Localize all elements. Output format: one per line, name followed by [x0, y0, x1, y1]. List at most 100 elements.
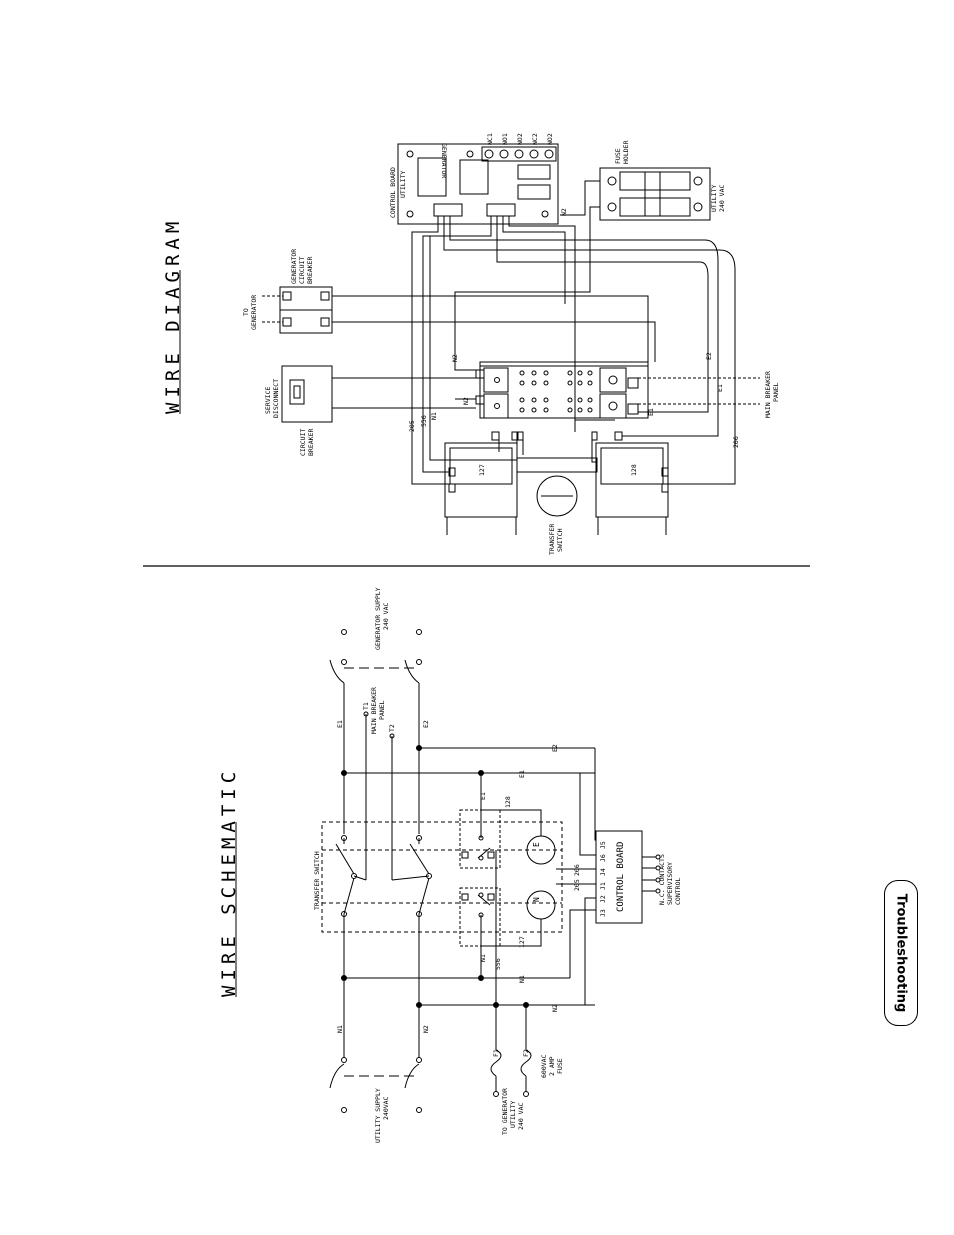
fuse-label-2: 2 AMP: [548, 1056, 556, 1076]
service-disconnect-label-1: SERVICE: [264, 387, 272, 414]
board-terminal-screws: [406, 149, 554, 218]
contacts-label-2: SUPERVISORY: [666, 862, 674, 905]
sch-e1: E1: [336, 720, 344, 728]
pin-j3: J3: [599, 909, 607, 917]
diagram-wires: [332, 180, 760, 535]
main-breaker-label-1: MAIN BREAKER: [764, 371, 772, 418]
sch-206: 206: [573, 864, 581, 876]
contacts-label-1: N.C. CONTACTS: [658, 854, 666, 905]
circuit-breaker-label-1: CIRCUIT: [299, 429, 307, 456]
sch-e1-relay: E1: [479, 792, 487, 800]
sch-128: 128: [504, 796, 512, 808]
wire-n1: N1: [430, 412, 438, 420]
board-term-2: NO1: [501, 133, 509, 145]
utility-supply-label-2: 240VAC: [382, 1096, 390, 1120]
ts-label-1: TRANSFER: [548, 524, 556, 555]
main-breaker-sch-2: PANEL: [378, 700, 386, 720]
service-disconnect-label-2: DISCONNECT: [272, 379, 280, 418]
troubleshooting-label: Troubleshooting: [893, 893, 909, 1013]
fuse-utility-label-1: UTILITY: [710, 185, 718, 212]
gen-breaker-label-3: BREAKER: [306, 257, 314, 284]
wire-127: 127: [478, 464, 486, 476]
sch-t1: T1: [362, 702, 370, 710]
fuse-holder: FUSE HOLDER UTILITY 240 VAC: [599, 140, 726, 221]
sch-f1: F1: [492, 1049, 500, 1057]
wire-e2: E2: [705, 352, 713, 360]
sch-e2: E2: [422, 720, 430, 728]
wire-e1: E1: [716, 384, 724, 392]
coil-n: N: [532, 897, 541, 902]
wire-schematic-title: WIRE SCHEMATIC: [218, 767, 240, 997]
schematic-fuses: F1 F2 556 600VAC 2 AMP FUSE TO GENERATOR…: [490, 850, 564, 1135]
wire-n2: N2: [451, 354, 459, 362]
service-disconnect: SERVICE DISCONNECT CIRCUIT BREAKER: [264, 365, 333, 456]
ts-label-2: SWITCH: [556, 528, 564, 552]
generator-circuit-breaker: GENERATOR CIRCUIT BREAKER TO GENERATOR: [242, 249, 333, 334]
wire-e1-b: E1: [647, 408, 655, 416]
sch-127: 127: [518, 936, 526, 948]
control-board: CONTROL BOARD UTILITY GENERATOR NC1 NO1 …: [389, 133, 559, 225]
ts-dot-grid: [519, 370, 593, 413]
schematic-bus-lines: E2 E1 N1 N2: [341, 744, 595, 1012]
circuit-breaker-label-2: BREAKER: [307, 429, 315, 456]
board-label-3: GENERATOR: [440, 143, 448, 178]
sch-n1-bus: N1: [518, 975, 526, 983]
board-term-1: NC1: [486, 133, 494, 145]
board-label-1: CONTROL BOARD: [389, 167, 397, 218]
pin-j6: J6: [599, 854, 607, 862]
to-generator-label-1: TO: [242, 308, 250, 316]
gen-supply-label-2: 240 VAC: [382, 603, 390, 630]
sch-control-board: CONTROL BOARD: [616, 842, 626, 912]
fuse-holder-label-1: FUSE: [614, 148, 622, 164]
schematic-control-board: CONTROL BOARD J3 J2 J1 J4 J6 J5 205 206 …: [556, 748, 682, 1006]
board-term-5: NO2: [546, 133, 554, 145]
gen-breaker-label-1: GENERATOR: [290, 249, 298, 284]
to-gen-sch-3: 240 VAC: [517, 1103, 525, 1130]
wire-n2-top: N2: [560, 208, 568, 216]
sch-n1-relay: N1: [479, 954, 487, 962]
wire-205: 205: [408, 420, 416, 432]
to-gen-sch-1: TO GENERATOR: [501, 1088, 509, 1135]
sch-n2: N2: [422, 1025, 430, 1033]
wire-diagram-title: WIRE DIAGRAM: [162, 217, 184, 414]
sch-205: 205: [573, 879, 581, 891]
gen-breaker-label-2: CIRCUIT: [298, 257, 306, 284]
pin-j1: J1: [599, 882, 607, 890]
generator-supply-disconnect: GENERATOR SUPPLY 240 VAC: [329, 587, 422, 834]
pin-j4: J4: [599, 868, 607, 876]
sch-n2-bus: N2: [551, 1004, 559, 1012]
transfer-switch-sch: TRANSFER SWITCH: [313, 851, 321, 910]
wire-n2-low: N2: [462, 397, 470, 405]
to-generator-label-2: GENERATOR: [250, 295, 258, 330]
transfer-switch: TRANSFER SWITCH: [444, 361, 669, 555]
sch-e2-bus: E2: [551, 744, 559, 752]
contacts-label-3: CONTROL: [674, 878, 682, 905]
sch-e1-bus: E1: [518, 770, 526, 778]
main-breaker-label-2: PANEL: [772, 382, 780, 402]
wire-206: 206: [732, 436, 740, 448]
gen-supply-label-1: GENERATOR SUPPLY: [374, 587, 382, 650]
fuse-holder-label-2: HOLDER: [622, 140, 630, 164]
sch-t2: T2: [388, 724, 396, 732]
fuse-label-3: FUSE: [556, 1058, 564, 1074]
board-term-3: NO2: [516, 133, 524, 145]
wire-556: 556: [420, 415, 428, 427]
utility-supply-label-1: UTILITY SUPPLY: [374, 1088, 382, 1143]
utility-supply-disconnect: N1 N2 UTILITY SUPPLY 240VAC: [329, 914, 430, 1143]
fuse-utility-label-2: 240 VAC: [718, 185, 726, 212]
board-term-4: NC2: [531, 133, 539, 145]
sch-f2: F2: [522, 1049, 530, 1057]
wire-diagram: WIRE DIAGRAM CONTROL BOARD UTILITY GENER…: [162, 133, 780, 555]
pin-j5: J5: [599, 841, 607, 849]
main-breaker-sch-1: MAIN BREAKER: [370, 687, 378, 734]
wire-128: 128: [630, 464, 638, 476]
board-label-2: UTILITY: [399, 171, 407, 198]
sch-556: 556: [494, 958, 502, 970]
troubleshooting-tab: Troubleshooting: [884, 880, 918, 1026]
sch-n1: N1: [336, 1025, 344, 1033]
coil-e: E: [532, 842, 541, 847]
to-gen-sch-2: UTILITY: [509, 1101, 517, 1128]
wire-schematic: WIRE SCHEMATIC GENERATOR SUPPLY 240 VAC …: [218, 587, 682, 1143]
pin-j2: J2: [599, 895, 607, 903]
